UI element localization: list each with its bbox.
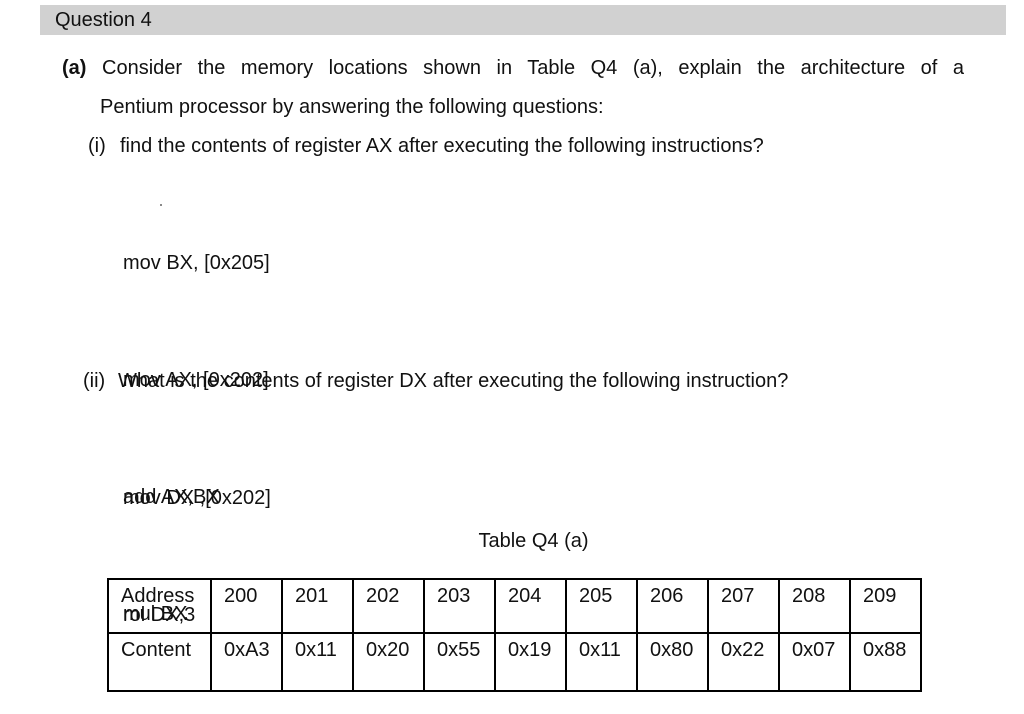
table-cell: 200 xyxy=(210,578,283,634)
part-a-line2: Pentium processor by answering the follo… xyxy=(100,96,604,118)
part-a-label: (a) xyxy=(62,57,87,79)
scan-artifact-dot xyxy=(160,204,162,206)
part-a-paragraph: (a) Consider the memory locations shown … xyxy=(62,49,964,127)
table-cell: 205 xyxy=(565,578,638,634)
question-title: Question 4 xyxy=(55,9,152,31)
table-cell: 0x11 xyxy=(281,632,354,692)
table-cell: 202 xyxy=(352,578,425,634)
table-cell: Address xyxy=(107,578,212,634)
sub-question-i: (i) find the contents of register AX afte… xyxy=(88,127,764,166)
sub-question-i-text: find the contents of register AX after e… xyxy=(120,135,764,157)
table-cell: 204 xyxy=(494,578,567,634)
table-row-address: Address 200 201 202 203 204 205 206 207 … xyxy=(107,578,922,634)
table-caption: Table Q4 (a) xyxy=(478,530,589,552)
memory-table: Address 200 201 202 203 204 205 206 207 … xyxy=(107,578,922,692)
table-cell: 206 xyxy=(636,578,709,634)
table-cell: 0xA3 xyxy=(210,632,283,692)
instruction-line: mov BX, [0x205] xyxy=(123,252,270,274)
instruction-line: add AX,BX xyxy=(123,486,220,508)
table-cell: 0x22 xyxy=(707,632,780,692)
table-cell: 208 xyxy=(778,578,851,634)
sub-question-i-label: (i) xyxy=(88,135,106,157)
table-cell: 207 xyxy=(707,578,780,634)
table-cell: 0x19 xyxy=(494,632,567,692)
table-cell: 201 xyxy=(281,578,354,634)
instruction-line: mov AX, [0x202] xyxy=(123,369,269,391)
table-cell: 0x11 xyxy=(565,632,638,692)
table-cell: 209 xyxy=(849,578,922,634)
part-a-text1: Consider the memory locations shown in T… xyxy=(102,57,964,79)
sub-question-ii-label: (ii) xyxy=(83,370,106,392)
part-a-line1: (a) Consider the memory locations shown … xyxy=(62,49,964,88)
table-cell: 0x88 xyxy=(849,632,922,692)
sub-question-ii: (ii) What is the contents of register DX … xyxy=(83,362,788,401)
table-cell: 0x20 xyxy=(352,632,425,692)
question-header-bar: Question 4 xyxy=(40,5,1006,35)
table-cell: 0x55 xyxy=(423,632,496,692)
instruction-line: mov DX ,[0x202] xyxy=(123,487,271,509)
sub-question-ii-text: What is the contents of register DX afte… xyxy=(118,370,789,392)
table-cell: 203 xyxy=(423,578,496,634)
table-cell: 0x80 xyxy=(636,632,709,692)
table-row-content: Content 0xA3 0x11 0x20 0x55 0x19 0x11 0x… xyxy=(107,632,922,692)
table-cell: Content xyxy=(107,632,212,692)
table-cell: 0x07 xyxy=(778,632,851,692)
